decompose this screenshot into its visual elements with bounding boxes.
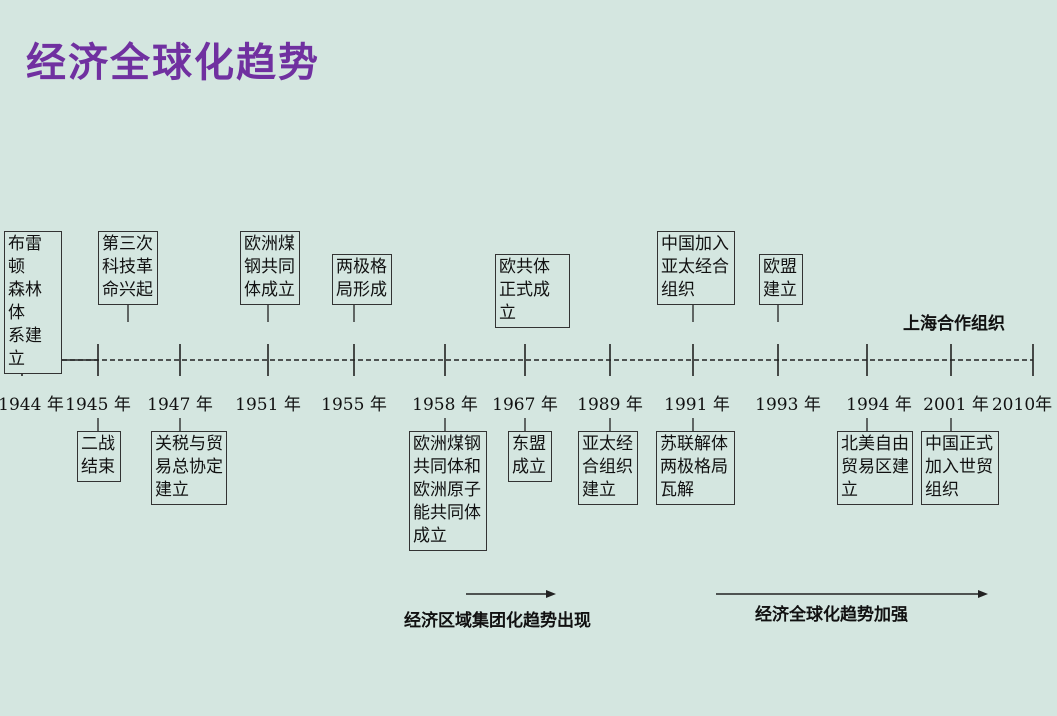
event-ecsc-founded: 欧洲煤 钢共同 体成立 <box>240 231 300 305</box>
year-label-1991: 1991 年 <box>664 395 730 415</box>
event-ecsc-euratom: 欧洲煤钢 共同体和 欧洲原子 能共同体 成立 <box>409 431 487 551</box>
sco-label: 上海合作组织 <box>903 314 1005 334</box>
event-wwii-end: 二战 结束 <box>77 431 121 482</box>
year-label-2001: 2001 年 <box>923 395 989 415</box>
event-third-tech-revolution: 第三次 科技革 命兴起 <box>98 231 158 305</box>
year-label-1945: 1945 年 <box>65 395 131 415</box>
year-label-2010: 2010年 <box>991 395 1053 415</box>
event-bretton-woods: 布雷顿 森林体 系建立 <box>4 231 62 374</box>
event-ussr-collapse: 苏联解体 两极格局 瓦解 <box>656 431 735 505</box>
year-label-1955: 1955 年 <box>321 395 387 415</box>
event-bipolar-formed: 两极格 局形成 <box>332 254 392 305</box>
year-label-1947: 1947 年 <box>147 395 213 415</box>
event-gatt-founded: 关税与贸 易总协定 建立 <box>151 431 227 505</box>
year-label-1958: 1958 年 <box>412 395 478 415</box>
event-china-joins-apec: 中国加入 亚太经合 组织 <box>657 231 735 305</box>
event-ec-founded: 欧共体 正式成立 <box>495 254 570 328</box>
regional-trend-arrowhead <box>546 590 556 598</box>
event-china-joins-wto: 中国正式 加入世贸 组织 <box>921 431 999 505</box>
event-nafta-founded: 北美自由 贸易区建 立 <box>837 431 913 505</box>
year-label-1967: 1967 年 <box>492 395 558 415</box>
year-label-1994: 1994 年 <box>846 395 912 415</box>
global-trend-label: 经济全球化趋势加强 <box>755 605 908 625</box>
page-title: 经济全球化趋势 <box>26 40 320 86</box>
global-trend-arrowhead <box>978 590 988 598</box>
event-eu-founded: 欧盟 建立 <box>759 254 803 305</box>
year-label-1951: 1951 年 <box>235 395 301 415</box>
event-apec-founded: 亚太经 合组织 建立 <box>578 431 638 505</box>
year-label-1944: 1944 年 <box>0 395 64 415</box>
event-asean-founded: 东盟 成立 <box>508 431 552 482</box>
regional-trend-label: 经济区域集团化趋势出现 <box>404 611 591 631</box>
year-label-1993: 1993 年 <box>755 395 821 415</box>
year-label-1989: 1989 年 <box>577 395 643 415</box>
